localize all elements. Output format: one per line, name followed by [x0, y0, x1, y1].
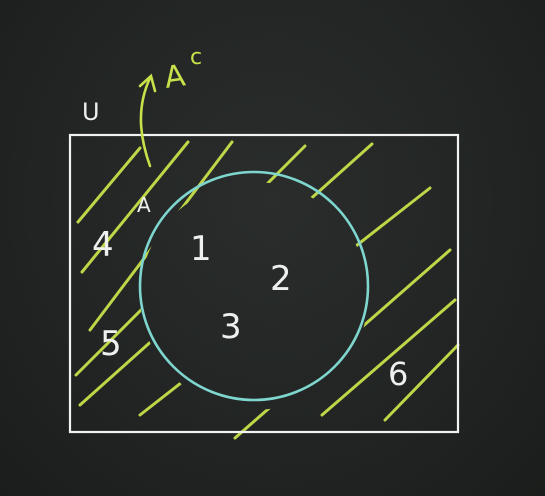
- complement-hatching: [74, 140, 460, 440]
- complement-label: A c: [162, 45, 202, 96]
- set-a-label: A: [137, 193, 151, 217]
- element-1: 1: [190, 229, 212, 269]
- element-6: 6: [388, 355, 408, 393]
- element-2: 2: [270, 259, 292, 299]
- set-a-circle: [138, 170, 370, 402]
- complement-label-superscript: c: [190, 45, 202, 70]
- element-4: 4: [92, 225, 114, 265]
- element-3: 3: [220, 307, 242, 347]
- complement-label-base: A: [162, 58, 188, 96]
- universal-set-box: [68, 133, 460, 434]
- complement-arrow: [138, 73, 157, 168]
- element-5: 5: [100, 324, 122, 364]
- universal-set-label: U: [82, 98, 100, 126]
